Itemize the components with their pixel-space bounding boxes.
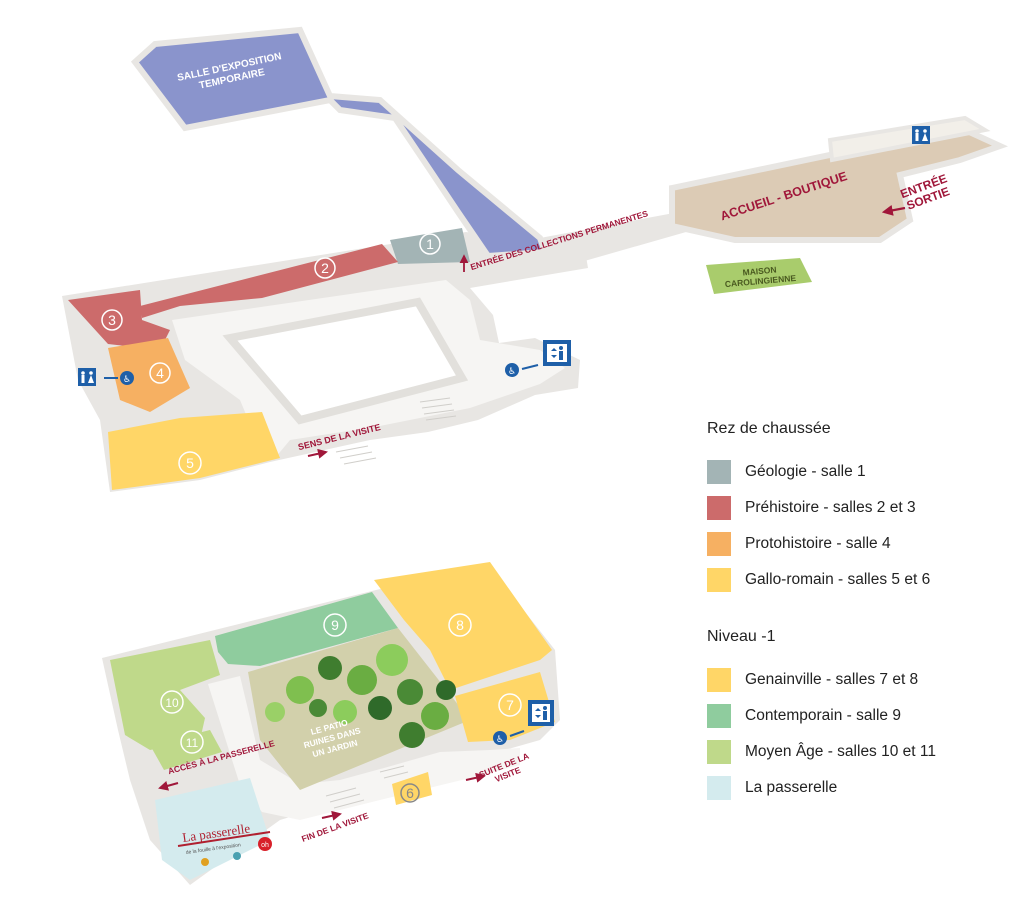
- reception-top-strip: [827, 115, 991, 163]
- legend-item: Gallo-romain - salles 5 et 6: [707, 562, 1007, 598]
- legend-item: Genainville - salles 7 et 8: [707, 662, 1007, 698]
- room-10: [110, 640, 220, 750]
- passerelle-dot-icon: [201, 858, 209, 866]
- svg-text:♿: ♿: [508, 366, 516, 376]
- legend-swatch: [707, 532, 731, 556]
- corridor-to-reception: [540, 210, 700, 268]
- legend-swatch: [707, 460, 731, 484]
- room-8-badge: [448, 613, 472, 637]
- legend-item: Contemporain - salle 9: [707, 698, 1007, 734]
- room-4-number: 4: [156, 365, 164, 381]
- stairs-basement: [325, 765, 409, 809]
- room-5-badge: [178, 451, 202, 475]
- arrow-to-elevator: [509, 730, 525, 737]
- legend-label: Gallo-romain - salles 5 et 6: [745, 571, 931, 588]
- room-10-number: 10: [165, 696, 179, 710]
- room-11-badge: [180, 730, 204, 754]
- legend-label: Genainville - salles 7 et 8: [745, 671, 919, 688]
- room-2-badge: [314, 257, 336, 279]
- suite-visite-arrow: [465, 772, 486, 783]
- garden-trees: [265, 644, 456, 748]
- room-1: [390, 228, 470, 264]
- ground-floor-plan: [62, 26, 1009, 492]
- passerelle-badge-icon: [258, 837, 272, 851]
- legend-label: Préhistoire - salles 2 et 3: [745, 499, 916, 516]
- room-10-badge: [160, 690, 184, 714]
- legend-item: Protohistoire - salle 4: [707, 526, 1007, 562]
- legend-swatch: [707, 568, 731, 592]
- legend-title-ground-floor: Rez de chaussée: [707, 420, 831, 437]
- svg-text:♿: ♿: [123, 374, 131, 384]
- legend-item: Préhistoire - salles 2 et 3: [707, 490, 1007, 526]
- legend-label: Géologie - salle 1: [745, 463, 866, 480]
- room-1-badge: [419, 233, 441, 255]
- map-legend: Rez de chaussée Géologie - salle 1 Préhis…: [707, 420, 1007, 806]
- legend-basement-list: Genainville - salles 7 et 8 Contemporain …: [707, 662, 1007, 806]
- legend-swatch: [707, 496, 731, 520]
- room-3: [68, 290, 170, 350]
- room-7-number: 7: [506, 697, 514, 713]
- room-8: [374, 562, 552, 690]
- basement-plan: [102, 562, 560, 885]
- fin-visite-arrow: [321, 810, 342, 821]
- legend-swatch: [707, 776, 731, 800]
- courtyard-void: [222, 297, 469, 425]
- room-numbers-ground: 1 2 3 4 5: [101, 233, 441, 475]
- wheelchair-icon: ♿: [493, 731, 507, 745]
- room-6-number: 6: [406, 785, 414, 801]
- legend-item: Moyen Âge - salles 10 et 11: [707, 734, 1007, 770]
- salle-exposition-temporaire: [130, 26, 550, 260]
- legend-label: Contemporain - salle 9: [745, 707, 901, 724]
- maison-carolingienne: [706, 258, 812, 294]
- svg-text:♿: ♿: [496, 734, 504, 744]
- room-5-number: 5: [186, 455, 194, 471]
- passerelle-badge-text: oh: [261, 842, 269, 849]
- acces-passerelle-arrow: [158, 781, 179, 791]
- elevator-icon: [528, 700, 554, 726]
- wheelchair-icon: ♿: [505, 363, 519, 377]
- room-4-badge: [149, 362, 171, 384]
- restroom-icon: [78, 368, 96, 386]
- stairs-ground: [335, 397, 457, 465]
- passerelle-dot-icon: [233, 852, 241, 860]
- legend-ground-floor-list: Géologie - salle 1 Préhistoire - salles 2…: [707, 454, 1007, 598]
- room-8-number: 8: [456, 617, 464, 633]
- legend-item: La passerelle: [707, 770, 1007, 806]
- room-9-number: 9: [331, 617, 339, 633]
- legend-label: Moyen Âge - salles 10 et 11: [745, 743, 936, 760]
- legend-swatch: [707, 668, 731, 692]
- patio-garden: [248, 628, 470, 790]
- sens-visite-arrow: [307, 448, 328, 459]
- room-2-number: 2: [321, 260, 329, 276]
- room-6-badge: [400, 783, 420, 803]
- arrow-to-elevator: [521, 364, 539, 370]
- legend-label: Protohistoire - salle 4: [745, 535, 891, 552]
- legend-label: La passerelle: [745, 779, 838, 796]
- elevator-icon: [543, 340, 571, 366]
- legend-swatch: [707, 704, 731, 728]
- room-11: [150, 730, 222, 770]
- room-5: [108, 412, 280, 490]
- label-maison-line1: MAISON: [742, 265, 777, 278]
- basement-corridor: [208, 676, 520, 820]
- legend-item: Géologie - salle 1: [707, 454, 1007, 490]
- restroom-icon: [912, 126, 930, 144]
- room-7-badge: [498, 693, 522, 717]
- room-1-number: 1: [426, 236, 434, 252]
- room-3-number: 3: [108, 312, 116, 328]
- room-9: [215, 592, 398, 666]
- room-11-number: 11: [186, 736, 199, 750]
- wheelchair-icon: ♿: [120, 371, 134, 385]
- la-passerelle: [155, 778, 270, 880]
- room-3-badge: [101, 309, 123, 331]
- legend-title-basement: Niveau -1: [707, 628, 776, 645]
- entree-arrow: [881, 204, 906, 216]
- room-numbers-basement: 6 7 8 9 10 11: [160, 613, 522, 803]
- room-9-badge: [323, 613, 347, 637]
- room-4: [108, 338, 190, 412]
- legend-swatch: [707, 740, 731, 764]
